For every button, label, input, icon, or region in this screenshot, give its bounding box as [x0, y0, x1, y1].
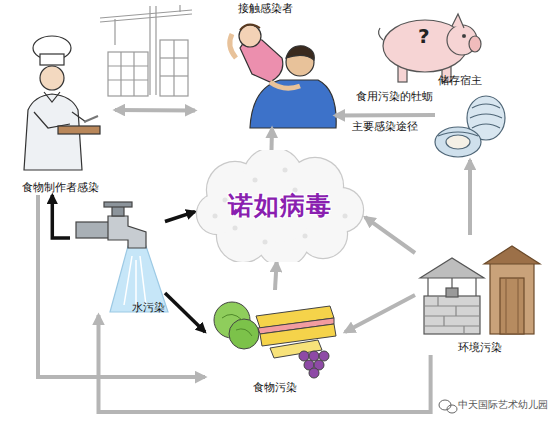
arrow-connector — [99, 315, 431, 412]
arrow-connector — [115, 108, 195, 112]
faucet-figure — [76, 202, 168, 312]
cloud-texture — [283, 168, 288, 173]
arrow-connector — [468, 160, 472, 235]
arrow-connector — [345, 295, 415, 332]
node-label: 储存宿主 — [438, 74, 482, 88]
well-outhouse-figure — [420, 246, 540, 334]
food-pollution-group: 食物污染 — [205, 290, 345, 395]
watermark-icon — [439, 400, 457, 413]
arrow-connector — [38, 195, 205, 377]
water-pollution-group: 水污染 — [70, 205, 165, 315]
node-label: 食物污染 — [253, 381, 297, 395]
arrow-connector — [275, 262, 277, 290]
crane-drawing — [100, 5, 192, 96]
people-figure — [230, 24, 336, 128]
food-figure — [214, 302, 336, 378]
oyster-group: 食用污染的牡蛎 — [435, 90, 505, 160]
cloud-texture — [253, 178, 258, 183]
oyster-figure — [435, 96, 505, 157]
virus-cloud: 诺如病毒 — [195, 150, 365, 262]
edge-label: 主要感染途径 — [352, 119, 418, 134]
node-label: 水污染 — [132, 301, 165, 315]
reservoir-host-group: 储存宿主 — [378, 4, 482, 88]
chef-figure — [24, 36, 100, 170]
arrow-connector — [270, 128, 275, 150]
contact-infected-group: 接触感染者 — [195, 2, 335, 128]
cloud-title: 诺如病毒 — [228, 199, 332, 213]
arrow-connector — [335, 113, 435, 117]
cloud-texture — [303, 234, 308, 239]
arrow-connector — [165, 212, 195, 222]
node-label: 食物制作者感染 — [22, 181, 99, 195]
cloud-texture — [293, 188, 298, 193]
watermark-text: 中天国际艺术幼儿园 — [458, 398, 548, 412]
arrow-connector — [52, 195, 70, 238]
node-label: 环境污染 — [458, 341, 502, 355]
node-label: 食用污染的牡蛎 — [356, 90, 433, 104]
node-label: 接触感染者 — [238, 2, 293, 16]
food-handler-group: 食物制作者感染 — [5, 30, 115, 195]
cloud-texture — [263, 240, 268, 245]
cloud-texture — [223, 198, 228, 203]
cloud-texture — [233, 226, 238, 231]
arrow-connector — [365, 217, 415, 253]
cloud-texture — [343, 214, 348, 219]
arrow-connector — [165, 293, 205, 332]
cloud-texture — [213, 214, 218, 219]
pig-figure — [379, 14, 481, 82]
question-mark: ? — [418, 24, 430, 48]
environment-pollution-group: 环境污染 — [415, 235, 545, 355]
